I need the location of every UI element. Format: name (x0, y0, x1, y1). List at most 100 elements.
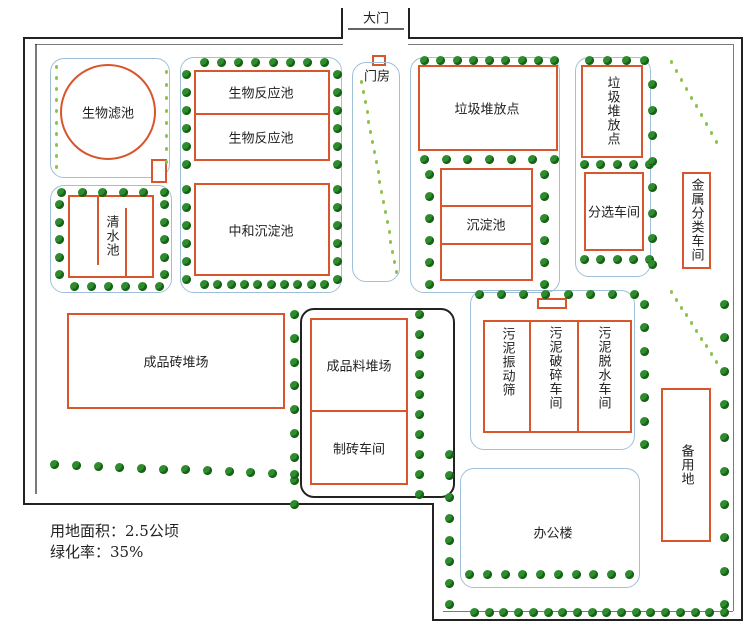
tree (519, 290, 529, 299)
tree (415, 330, 424, 339)
tree (640, 300, 649, 309)
tree (485, 56, 494, 65)
tree (720, 300, 729, 309)
tree (640, 393, 649, 403)
tree (55, 270, 64, 279)
tree (690, 608, 700, 617)
tree (497, 290, 507, 299)
tree (182, 221, 191, 230)
tree (182, 88, 191, 97)
green-rate-text: 绿化率：35% (50, 543, 144, 561)
tree (572, 608, 582, 617)
boundary-top-left (23, 37, 343, 39)
divider (194, 113, 330, 115)
boundary-step (23, 503, 433, 505)
shrub (391, 250, 395, 254)
metal-sorting-workshop (682, 172, 711, 269)
inner-road-line (35, 44, 37, 494)
shrub (700, 113, 703, 118)
material-yard-label: 成品料堆场 (326, 359, 392, 375)
tree (202, 466, 212, 476)
tree (98, 188, 108, 197)
tree (585, 56, 594, 65)
tree (93, 461, 103, 471)
tree (720, 608, 729, 617)
tree (415, 470, 424, 479)
tree (290, 357, 299, 367)
tree (420, 155, 429, 164)
brick-yard-label: 成品砖堆场 (143, 355, 209, 371)
tree (640, 370, 649, 379)
tree (445, 471, 454, 481)
tree (607, 570, 617, 579)
shrub (378, 180, 382, 184)
tree (293, 280, 303, 289)
tree (648, 234, 657, 244)
tree (137, 463, 147, 473)
tree (640, 56, 649, 65)
boundary-bottom (432, 619, 743, 621)
sludge-workshops (483, 320, 632, 433)
tree (240, 280, 249, 289)
tree (246, 468, 256, 478)
shrub (165, 95, 168, 100)
shrub (165, 160, 168, 164)
tree (138, 282, 147, 291)
divider (440, 205, 533, 207)
sedimentation-label: 沉淀池 (466, 218, 506, 234)
divider (97, 195, 99, 265)
tree (625, 570, 634, 579)
tree (612, 160, 622, 169)
tree (425, 280, 434, 289)
tree (445, 535, 454, 545)
shrub (380, 190, 384, 194)
tree (333, 106, 342, 115)
tree (445, 492, 454, 502)
tree (640, 416, 649, 426)
neutralization-tank (194, 183, 330, 276)
garbage-yard-label: 垃圾堆放点 (454, 102, 520, 118)
divider (440, 243, 533, 245)
tree (121, 282, 130, 291)
tree (280, 280, 289, 289)
tree (226, 280, 236, 289)
tree (87, 282, 96, 291)
tree (563, 290, 573, 299)
tree (182, 239, 191, 248)
tree (333, 275, 342, 284)
tree (648, 157, 657, 167)
sedimentation-tank (440, 168, 533, 281)
reserve-label: 备用地 (678, 444, 694, 486)
tree (603, 56, 613, 65)
shrub (690, 95, 693, 100)
tree (617, 608, 627, 617)
shrub (367, 120, 371, 124)
tree (580, 160, 589, 169)
tree (251, 58, 261, 67)
tree (425, 214, 434, 223)
gate-post-left (341, 8, 343, 38)
tree (160, 270, 169, 279)
sludge-dewater-label: 污泥脱水车间 (595, 326, 611, 410)
tree (720, 433, 729, 443)
garbage-yard (418, 65, 558, 151)
tree (661, 608, 671, 617)
tree (182, 106, 191, 115)
boundary-left (23, 37, 25, 504)
shrub (685, 313, 688, 318)
tree (118, 188, 128, 197)
road-block (300, 308, 455, 498)
tree (445, 578, 454, 588)
tree (648, 182, 657, 192)
tree (182, 70, 191, 79)
small-tank (151, 159, 167, 183)
tree (540, 214, 549, 223)
green-zone (470, 290, 635, 450)
tree (180, 465, 190, 475)
tree (499, 608, 509, 617)
divider (529, 320, 531, 433)
tree (160, 235, 169, 244)
green-zone (180, 57, 342, 293)
tree (425, 236, 434, 245)
metal-sorting-label: 金属分类车间 (688, 178, 704, 262)
